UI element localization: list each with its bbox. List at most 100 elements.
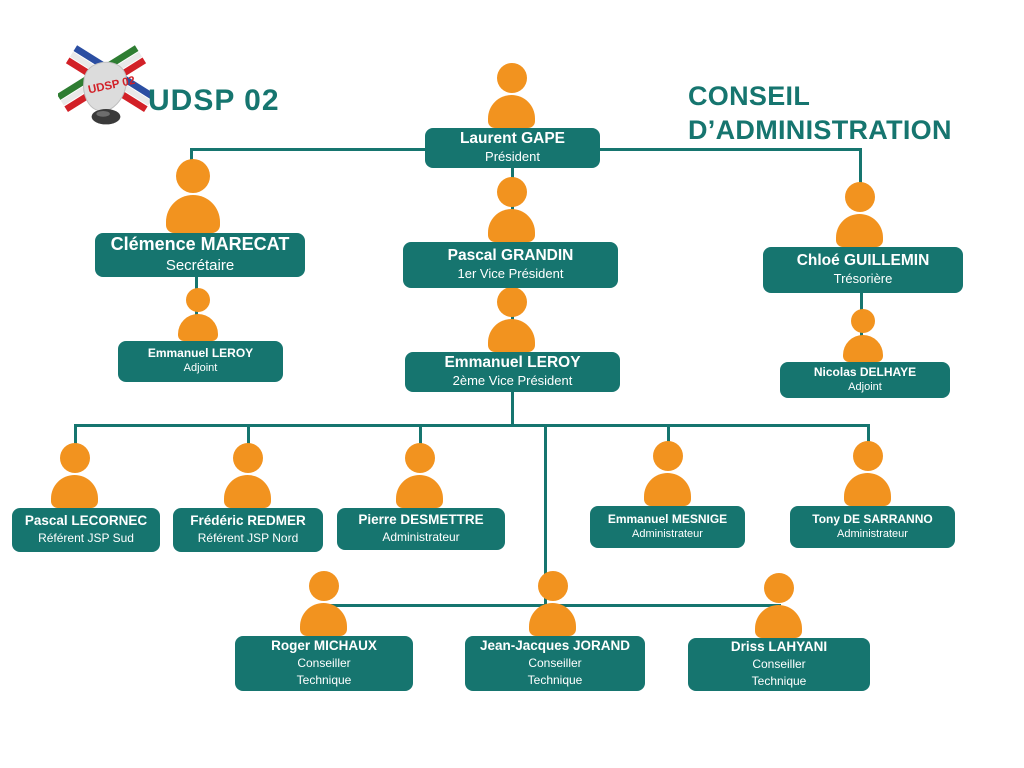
person-head xyxy=(176,159,210,193)
org-node-conseiller-technique-2: Jean-Jacques JORAND Conseiller Technique xyxy=(465,636,645,691)
person-role: Référent JSP Nord xyxy=(197,530,299,545)
person-role: Administrateur xyxy=(837,527,908,540)
person-head xyxy=(496,287,527,317)
person-icon xyxy=(178,288,218,341)
person-role: 1er Vice Président xyxy=(457,266,564,282)
person-name: Roger MICHAUX xyxy=(271,637,377,653)
org-node-administrateur-2: Emmanuel MESNIGE Administrateur xyxy=(590,506,745,548)
person-role: Administrateur xyxy=(632,527,703,540)
person-name: Tony DE SARRANNO xyxy=(812,511,933,526)
person-head xyxy=(496,177,527,207)
org-node-vice-president-1: Pascal GRANDIN 1er Vice Président xyxy=(403,242,618,288)
person-role: Conseiller Technique xyxy=(751,656,807,688)
person-role: Adjoint xyxy=(183,362,218,375)
person-role: Secrétaire xyxy=(165,257,235,275)
org-node-tresoriere: Chloé GUILLEMIN Trésorière xyxy=(763,247,963,293)
person-icon xyxy=(166,159,220,233)
person-icon xyxy=(529,571,576,636)
org-node-administrateur-3: Tony DE SARRANNO Administrateur xyxy=(790,506,955,548)
org-node-referent-jsp-sud: Pascal LECORNEC Référent JSP Sud xyxy=(12,508,160,552)
person-icon xyxy=(755,573,802,638)
person-role: Administrateur xyxy=(382,529,460,544)
person-torso xyxy=(755,605,802,638)
person-role: Trésorière xyxy=(833,271,893,287)
person-head xyxy=(232,443,263,473)
person-torso xyxy=(843,335,883,362)
person-head xyxy=(851,309,875,333)
person-head xyxy=(763,573,794,603)
person-torso xyxy=(178,314,218,341)
person-role: Adjoint xyxy=(848,380,882,393)
connector-line xyxy=(74,424,870,427)
person-role: Conseiller Technique xyxy=(296,655,352,687)
person-name: Jean-Jacques JORAND xyxy=(479,637,631,653)
person-icon xyxy=(488,287,535,352)
person-name: Nicolas DELHAYE xyxy=(813,364,917,379)
person-torso xyxy=(488,95,535,128)
person-torso xyxy=(166,195,220,233)
person-icon xyxy=(843,309,883,362)
person-head xyxy=(844,182,875,212)
app-title: UDSP 02 xyxy=(148,84,280,117)
person-name: Emmanuel LEROY xyxy=(444,353,581,371)
person-torso xyxy=(396,475,443,508)
person-torso xyxy=(529,603,576,636)
person-head xyxy=(59,443,90,473)
connector-line xyxy=(511,390,514,427)
person-name: Frédéric REDMER xyxy=(190,512,306,528)
org-node-conseiller-technique-1: Roger MICHAUX Conseiller Technique xyxy=(235,636,413,691)
person-name: Chloé GUILLEMIN xyxy=(796,251,930,269)
person-name: Emmanuel LEROY xyxy=(147,346,254,361)
person-head xyxy=(404,443,435,473)
person-torso xyxy=(836,214,883,247)
person-icon xyxy=(836,182,883,247)
person-icon xyxy=(844,441,891,506)
org-node-administrateur-1: Pierre DESMETTRE Administrateur xyxy=(337,508,505,550)
person-name: Laurent GAPE xyxy=(459,129,566,147)
org-node-adjoint-secretaire: Emmanuel LEROY Adjoint xyxy=(118,341,283,382)
org-node-conseiller-technique-3: Driss LAHYANI Conseiller Technique xyxy=(688,638,870,691)
connector-line xyxy=(419,424,422,460)
person-head xyxy=(537,571,568,601)
person-torso xyxy=(488,319,535,352)
org-node-vice-president-2: Emmanuel LEROY 2ème Vice Président xyxy=(405,352,620,392)
person-icon xyxy=(396,443,443,508)
person-role: 2ème Vice Président xyxy=(452,373,573,389)
person-icon xyxy=(644,441,691,506)
person-role: Conseiller Technique xyxy=(527,655,583,687)
org-node-adjoint-tresoriere: Nicolas DELHAYE Adjoint xyxy=(780,362,950,398)
person-head xyxy=(186,288,210,312)
person-role: Référent JSP Sud xyxy=(38,530,134,545)
connector-line xyxy=(859,148,862,194)
person-torso xyxy=(300,603,347,636)
person-head xyxy=(652,441,683,471)
person-head xyxy=(308,571,339,601)
person-icon xyxy=(224,443,271,508)
udsp-logo-icon: UDSP 02 xyxy=(58,45,154,125)
connector-line xyxy=(74,424,77,460)
person-name: Pierre DESMETTRE xyxy=(358,511,484,527)
person-name: Pascal GRANDIN xyxy=(447,246,574,264)
org-node-referent-jsp-nord: Frédéric REDMER Référent JSP Nord xyxy=(173,508,323,552)
person-icon xyxy=(300,571,347,636)
person-name: Emmanuel MESNIGE xyxy=(607,511,728,526)
person-role: Président xyxy=(485,149,540,165)
person-name: Pascal LECORNEC xyxy=(24,512,148,528)
person-icon xyxy=(51,443,98,508)
person-head xyxy=(496,63,527,93)
connector-line xyxy=(544,424,547,607)
person-name: Clémence MARECAT xyxy=(110,233,290,254)
page-title: CONSEIL D’ADMINISTRATION xyxy=(688,81,952,145)
person-name: Driss LAHYANI xyxy=(730,638,828,654)
org-node-secretaire: Clémence MARECAT Secrétaire xyxy=(95,233,305,277)
person-icon xyxy=(488,177,535,242)
person-torso xyxy=(488,209,535,242)
org-node-president: Laurent GAPE Président xyxy=(425,128,600,168)
person-torso xyxy=(224,475,271,508)
person-head xyxy=(852,441,883,471)
connector-line xyxy=(247,424,250,460)
person-torso xyxy=(644,473,691,506)
person-icon xyxy=(488,63,535,128)
person-torso xyxy=(51,475,98,508)
